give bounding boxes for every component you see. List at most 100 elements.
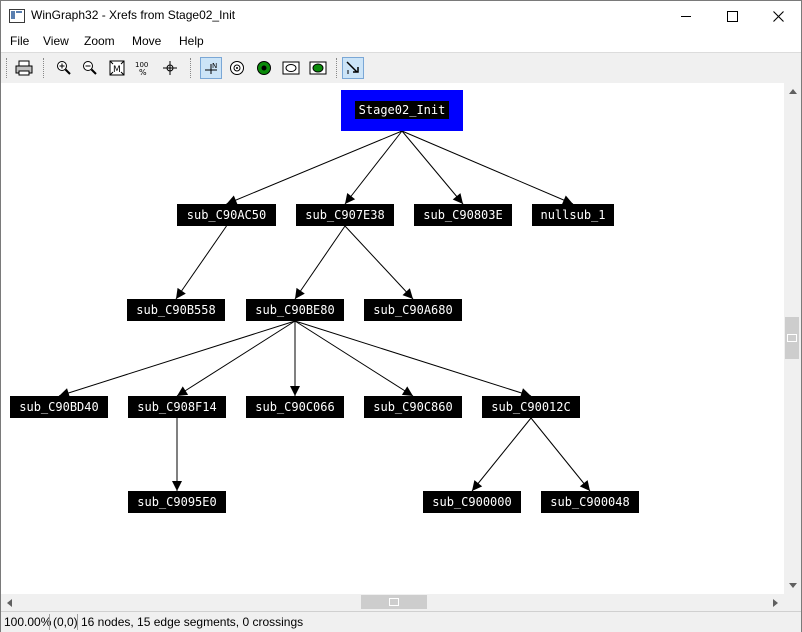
scroll-thumb-grip [787,334,797,342]
graph-edge-arrowhead [226,195,238,205]
toolbar-separator [43,58,47,78]
zoom-in-button[interactable] [53,57,75,79]
horizontal-scroll-thumb[interactable] [361,595,427,609]
center-button[interactable] [159,57,181,79]
zoom-100-button[interactable]: 100 % [132,57,154,79]
svg-text:100: 100 [135,61,148,69]
print-icon [15,60,33,76]
toolbar-grip[interactable] [6,58,10,78]
graph-node[interactable]: sub_C90BD40 [10,396,108,418]
graph-edge [471,417,532,492]
center-icon [163,61,177,75]
menu-view[interactable]: View [43,34,69,48]
scroll-thumb-grip [389,598,399,606]
graph-edge-arrowhead [519,388,531,398]
normal-view-icon: N [205,62,217,74]
graph-edge-arrowhead [402,288,413,299]
graph-edge [226,130,403,205]
graph-edges [58,130,591,492]
fixed-fisheye-button[interactable] [307,57,329,79]
status-position: (0,0) [53,615,78,629]
graph-node[interactable]: sub_C900048 [541,491,639,513]
svg-text:%: % [139,68,147,77]
close-button[interactable] [755,1,801,31]
horizontal-scrollbar[interactable] [1,594,784,611]
graph-edge [294,225,346,300]
graph-node-root[interactable]: Stage02_Init [341,90,463,131]
print-button[interactable] [13,57,35,79]
graph-edge [401,130,574,205]
toolbar-separator [336,58,340,78]
graph-node[interactable]: sub_C90AC50 [177,204,276,226]
graph-node[interactable]: sub_C90B558 [127,299,225,321]
fit-window-button[interactable]: M [106,57,128,79]
graph-edge-arrowhead [176,287,186,299]
cartesian-fisheye-button[interactable] [280,57,302,79]
menu-zoom[interactable]: Zoom [84,34,115,48]
scroll-right-button[interactable] [767,594,784,611]
polar-view-button[interactable] [226,57,248,79]
graph-edge-arrowhead [561,195,573,205]
fisheye-view-button[interactable] [253,57,275,79]
graph-edge-arrowhead [290,386,300,396]
scroll-up-button[interactable] [784,83,801,100]
graph-edge-arrowhead [472,480,483,491]
maximize-icon [726,10,738,22]
title-bar[interactable]: WinGraph32 - Xrefs from Stage02_Init [1,1,801,31]
vertical-scroll-thumb[interactable] [785,317,799,359]
graph-node[interactable]: sub_C90012C [482,396,580,418]
graph-edge-arrowhead [295,287,305,299]
graph-node[interactable]: sub_C907E38 [296,204,394,226]
graph-edge-arrowhead [401,386,413,396]
graph-edge [175,225,227,300]
graph-edge [294,320,532,397]
zoom-100-icon: 100 % [135,61,148,77]
graph-edge [530,417,591,492]
window-title: WinGraph32 - Xrefs from Stage02_Init [31,8,236,22]
graph-edge-arrowhead [579,480,590,491]
graph-edge-arrowhead [177,386,189,396]
graph-node[interactable]: sub_C9095E0 [128,491,226,513]
minimize-button[interactable] [663,1,709,31]
normal-view-button[interactable]: N [200,57,222,79]
status-separator [77,614,78,630]
graph-edge-arrowhead [452,193,463,204]
svg-text:M: M [113,65,121,75]
fisheye-view-icon [257,61,271,75]
wingraph-app-icon [9,9,25,23]
graph-node[interactable]: sub_C90BE80 [246,299,344,321]
chevron-down-icon [788,583,797,588]
graph-node[interactable]: sub_C90C066 [246,396,344,418]
menu-move[interactable]: Move [132,34,162,48]
graph-node[interactable]: sub_C908F14 [128,396,226,418]
zoom-out-icon [83,61,97,75]
graph-edge [176,320,296,397]
graph-node[interactable]: sub_C90C860 [364,396,462,418]
graph-node[interactable]: nullsub_1 [532,204,614,226]
follow-edge-button[interactable] [342,57,364,79]
menu-help[interactable]: Help [179,34,204,48]
chevron-left-icon [7,598,12,607]
follow-edge-icon [346,61,359,74]
graph-edge [344,130,403,205]
vertical-scrollbar[interactable] [784,83,801,594]
graph-canvas[interactable]: Stage02_Init sub_C90AC50 sub_C907E38 sub… [1,83,784,594]
graph-edge-arrowhead [345,193,356,204]
graph-node[interactable]: sub_C900000 [423,491,521,513]
zoom-out-button[interactable] [79,57,101,79]
fit-window-icon: M [109,60,125,76]
scroll-left-button[interactable] [1,594,18,611]
svg-text:N: N [212,62,217,70]
toolbar: M 100 % N [1,52,801,84]
maximize-button[interactable] [709,1,755,31]
menu-file[interactable]: File [10,34,30,48]
scroll-down-button[interactable] [784,577,801,594]
graph-node[interactable]: sub_C90803E [414,204,512,226]
status-zoom: 100.00% [4,615,52,629]
menu-bar: File View Zoom Move Help [1,31,801,51]
fixed-fisheye-icon [309,61,327,75]
polar-view-icon [230,61,244,75]
toolbar-separator [190,58,194,78]
graph-node[interactable]: sub_C90A680 [364,299,462,321]
